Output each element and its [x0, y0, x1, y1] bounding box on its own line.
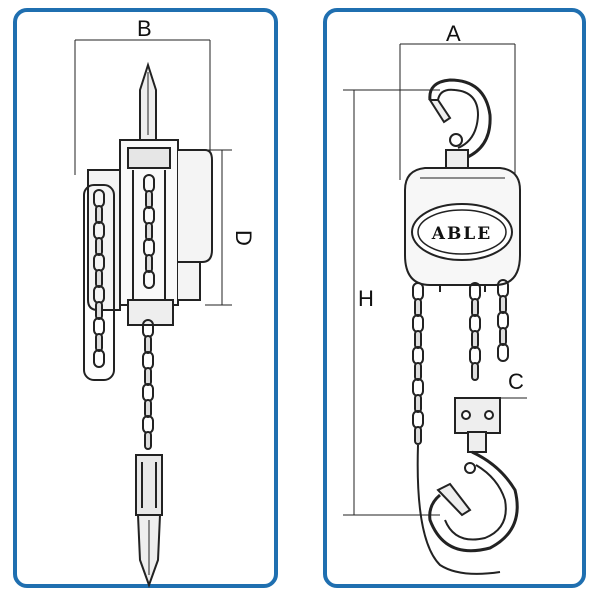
dimension-h-label: H [358, 286, 374, 311]
side-view-drawing [74, 39, 232, 588]
dimension-a-label: A [446, 21, 461, 46]
front-view-drawing [343, 43, 527, 575]
dimension-d-label: D [231, 230, 256, 246]
hoist-brand-label: ABLE [431, 224, 492, 244]
dimension-c-label: C [508, 369, 524, 394]
dimension-b-label: B [137, 16, 152, 41]
